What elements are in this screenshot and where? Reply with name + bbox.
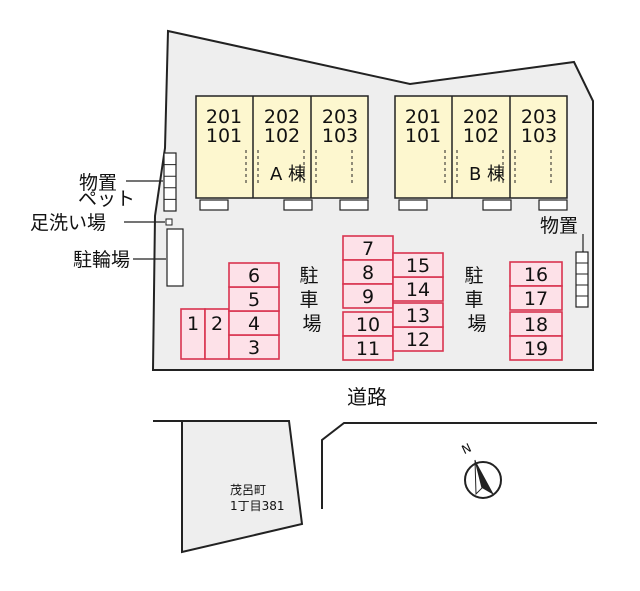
parking-space-label: 18 [524, 314, 548, 336]
parking-space-19 [509, 335, 563, 361]
parking-space-1 [180, 308, 206, 360]
parking-space-6 [228, 262, 280, 288]
storage-left [163, 152, 177, 212]
bicycle-parking-label: 駐輪場 [73, 249, 130, 271]
unit-a-2-upper: 202 [264, 106, 300, 128]
parking-space-4 [228, 310, 280, 336]
parking-space-label: 17 [524, 288, 548, 310]
parking-space-label: 14 [406, 279, 430, 301]
parking-space-16 [509, 261, 563, 287]
parking-space-label: 6 [248, 265, 260, 287]
unit-a-1-upper: 201 [206, 106, 242, 128]
storage-right [575, 251, 589, 308]
parking-space-label: 5 [248, 289, 260, 311]
unit-b-2-lower: 102 [463, 125, 499, 147]
parking-space-label: 19 [524, 338, 548, 360]
parking-space-label: 16 [524, 264, 548, 286]
road-label: 道路 [347, 385, 387, 409]
building-a: 201 101 202 102 203 103 A 棟 [195, 95, 369, 211]
unit-b-3-upper: 203 [521, 106, 557, 128]
parking-space-label: 3 [248, 337, 260, 359]
north-arrow-icon: N [459, 441, 502, 499]
parking-space-9 [342, 283, 394, 309]
parking-space-10 [342, 311, 394, 337]
parking-space-12 [392, 326, 444, 352]
parking-space-label: 15 [406, 255, 430, 277]
unit-b-3-lower: 103 [521, 125, 557, 147]
building-b-label: B 棟 [469, 164, 505, 185]
unit-b-2-upper: 202 [463, 106, 499, 128]
parking-space-label: 8 [362, 262, 374, 284]
parking-space-15 [392, 252, 444, 278]
parking-space-label: 11 [356, 338, 380, 360]
parking-space-2 [204, 308, 230, 360]
storage-left-label: 物置 [79, 172, 117, 194]
parking-space-14 [392, 276, 444, 302]
parking-space-label: 1 [187, 313, 199, 335]
unit-a-3-upper: 203 [322, 106, 358, 128]
storage-right-label: 物置 [540, 215, 578, 237]
address-line-1: 茂呂町 [230, 483, 266, 497]
parking-space-label: 9 [362, 286, 374, 308]
north-label: N [459, 441, 473, 457]
pet-wash-station [165, 218, 173, 226]
parking-space-13 [392, 302, 444, 328]
lower-lot [181, 420, 304, 554]
bicycle-parking [166, 228, 184, 287]
parking-space-label: 13 [406, 305, 430, 327]
parking-space-label: 10 [356, 314, 380, 336]
parking-space-label: 2 [211, 313, 223, 335]
unit-b-1-lower: 101 [405, 125, 441, 147]
parking-label-left: 駐 車 場 [299, 265, 324, 335]
unit-a-1-lower: 101 [206, 125, 242, 147]
road-edge-right [321, 422, 597, 509]
parking-space-5 [228, 286, 280, 312]
unit-b-1-upper: 201 [405, 106, 441, 128]
pet-wash-label: ペット 足洗い場 [30, 188, 141, 234]
address-line-2: 1丁目381 [230, 499, 285, 513]
parking-space-label: 4 [248, 313, 260, 335]
building-b: 201 101 202 102 203 103 B 棟 [394, 95, 568, 211]
unit-a-2-lower: 102 [264, 125, 300, 147]
unit-a-3-lower: 103 [322, 125, 358, 147]
building-a-label: A 棟 [270, 164, 306, 185]
parking-space-label: 12 [406, 329, 430, 351]
parking-space-17 [509, 285, 563, 311]
parking-space-label: 7 [362, 238, 374, 260]
parking-label-right: 駐 車 場 [464, 265, 489, 335]
